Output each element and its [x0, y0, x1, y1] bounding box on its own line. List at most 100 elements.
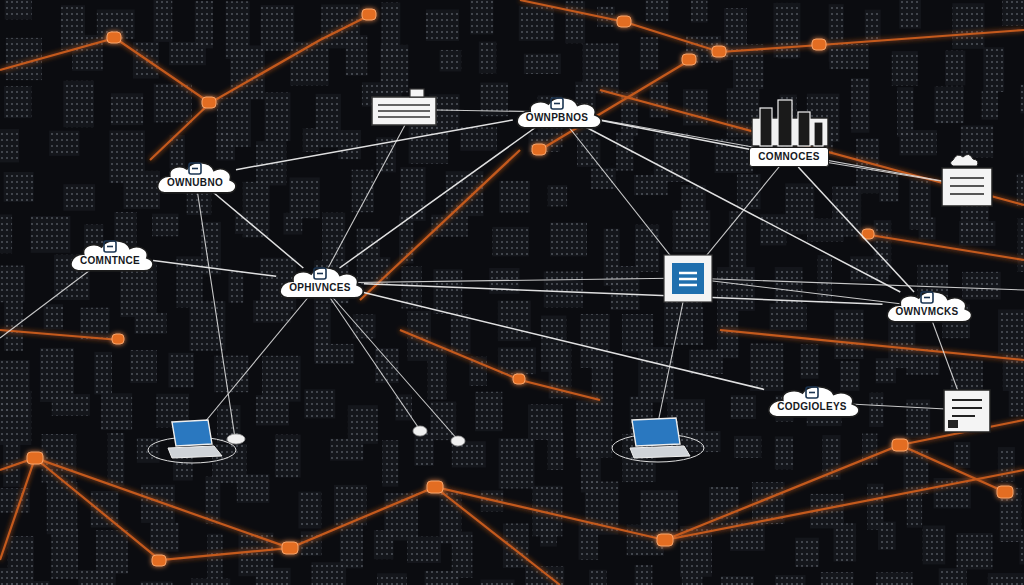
city-block [664, 307, 703, 345]
city-block [821, 572, 854, 585]
city-block [717, 267, 755, 311]
node-label: OWNVMCKS [896, 306, 959, 318]
city-block [1020, 85, 1024, 114]
city-block [998, 447, 1015, 481]
device-dots [227, 426, 465, 446]
city-block [433, 269, 462, 314]
city-block [408, 311, 431, 361]
city-block [304, 389, 335, 418]
city-block [622, 314, 653, 353]
city-block [729, 211, 746, 268]
city-block [256, 568, 291, 585]
city-block [959, 221, 995, 246]
city-block [4, 86, 31, 118]
city-block [303, 128, 319, 151]
city-block [834, 523, 857, 561]
city-block [691, 0, 708, 23]
city-block [141, 581, 173, 585]
city-block [899, 0, 921, 29]
city-block [519, 6, 554, 41]
city-block [322, 213, 345, 264]
city-block [191, 579, 230, 585]
city-block [275, 435, 301, 478]
city-block [795, 538, 819, 567]
city-block [451, 314, 471, 354]
city-block [5, 0, 32, 19]
label-box: COMNOCES [749, 147, 828, 167]
city-block [4, 302, 23, 351]
city-block [635, 565, 653, 585]
city-block [315, 344, 354, 364]
city-block [431, 215, 467, 237]
network-link [798, 167, 914, 292]
network-link [364, 293, 764, 390]
city-block [934, 87, 963, 123]
city-block [876, 358, 896, 383]
city-block [565, 1, 585, 43]
network-link [153, 261, 276, 277]
city-block [0, 391, 31, 445]
city-block [216, 132, 235, 160]
city-block [721, 576, 754, 585]
city-block [298, 492, 321, 529]
city-block [851, 78, 869, 133]
city-block [540, 524, 557, 547]
city-block [982, 91, 998, 119]
city-block [352, 170, 374, 213]
city-block [428, 345, 447, 399]
city-block [101, 393, 132, 430]
city-block [907, 491, 922, 528]
laptop-icon [612, 418, 704, 462]
city-block [414, 432, 433, 466]
city-block [897, 87, 913, 137]
city-block [1018, 218, 1024, 271]
city-block [108, 433, 124, 486]
city-block [195, 1, 213, 48]
city-block [28, 581, 49, 585]
cloud-glyph [549, 97, 565, 110]
city-block [801, 344, 819, 378]
city-block [834, 310, 863, 359]
city-block [1017, 174, 1024, 206]
cloud-node: OPHIVNCES [272, 264, 368, 300]
city-block [262, 356, 301, 402]
city-block [939, 568, 967, 585]
city-block [611, 266, 640, 310]
city-block [731, 395, 756, 419]
city-block [954, 442, 970, 468]
node-label: OWNUBNO [167, 177, 223, 189]
city-block [773, 3, 800, 58]
node-label: OPHIVNCES [289, 282, 351, 294]
city-block [265, 92, 291, 141]
white-wires [0, 110, 1024, 440]
city-block [957, 533, 993, 569]
cloud-node: OWNPBNOS [509, 94, 605, 130]
city-block [430, 402, 456, 441]
city-block [152, 214, 178, 237]
cloud-node: OWNUBNO [150, 159, 240, 195]
city-block [63, 184, 95, 211]
city-block [498, 301, 531, 341]
cloud-glyph [102, 240, 118, 253]
city-block [1019, 529, 1024, 564]
city-block [382, 440, 398, 486]
city-block [475, 392, 502, 431]
city-block [548, 185, 567, 206]
city-block [589, 570, 607, 585]
city-block [334, 485, 367, 526]
city-block [923, 526, 945, 565]
city-block [1009, 386, 1024, 416]
city-block [4, 172, 34, 202]
city-block [375, 348, 399, 383]
app-icon [664, 255, 712, 302]
city-block [683, 431, 721, 452]
city-block [130, 350, 157, 383]
city-block [1003, 345, 1024, 391]
city-block [426, 10, 459, 42]
city-block [919, 217, 936, 239]
city-block [261, 5, 294, 51]
city-block [44, 304, 63, 329]
cloud-node: OWNVMCKS [879, 288, 976, 324]
network-link [236, 120, 513, 170]
city-block [237, 474, 270, 502]
